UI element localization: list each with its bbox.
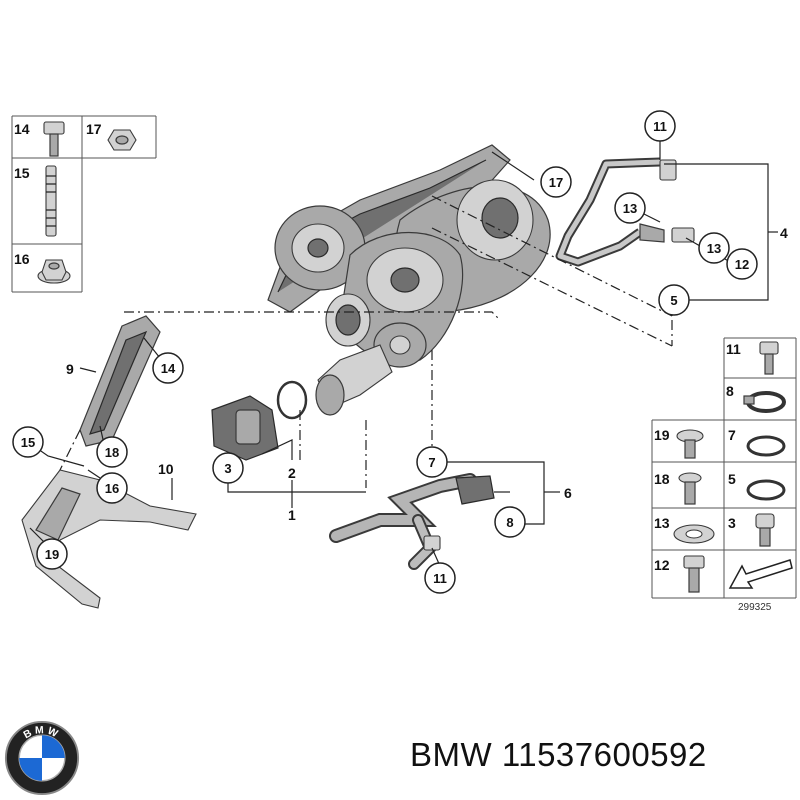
callout-8: 8 [494,506,526,538]
part-number-caption: BMW 11537600592 [410,736,707,773]
hollow-bolt-icon [683,555,705,593]
svg-text:12: 12 [735,257,749,272]
legend-grid-left: 14 17 15 16 [11,115,157,293]
nut-icon [107,129,137,151]
svg-text:7: 7 [428,455,435,470]
callout-17: 17 [540,166,572,198]
legend-right-11: 11 [726,341,741,357]
svg-text:BMW: BMW [22,725,62,741]
logo-lettering: BMW [22,725,59,741]
callout-14: 14 [152,352,184,384]
legend-grid-right: 11 8 19 7 18 5 13 3 12 299325 [651,337,797,613]
socket-bolt-icon [755,513,775,547]
arrow-icon [728,559,793,589]
washer-icon [673,524,715,544]
oil-feed-line-illustration [555,157,695,267]
label-2: 2 [288,465,296,481]
reference-code: 299325 [738,602,772,613]
callout-16: 16 [96,472,128,504]
flange-bolt-icon [676,429,704,459]
legend-right-12: 12 [654,557,670,573]
legend-right-5: 5 [728,471,736,487]
svg-text:18: 18 [105,445,119,460]
hose-clamp-icon [743,391,786,413]
svg-text:15: 15 [21,435,35,450]
callout-7: 7 [416,446,448,478]
banjo-bolt-icon [759,341,779,375]
heat-shield-illustration [79,315,161,447]
svg-text:13: 13 [623,201,637,216]
legend-right-3: 3 [728,515,736,531]
sealing-ring-icon [746,479,786,501]
label-1: 1 [288,507,296,523]
svg-text:11: 11 [653,119,667,134]
o-ring-icon [746,435,786,457]
turbocharger-illustration [267,144,551,416]
legend-right-13: 13 [654,515,670,531]
svg-text:3: 3 [224,461,231,476]
legend-right-18: 18 [654,471,670,487]
legend-right-7: 7 [728,427,736,443]
callout-18: 18 [96,436,128,468]
legend-left-16: 16 [14,251,30,267]
label-4: 4 [780,225,788,241]
callout-19: 19 [36,538,68,570]
callout-13-a: 13 [614,192,646,224]
svg-text:16: 16 [105,481,119,496]
hex-bolt-icon [678,472,702,505]
callout-3: 3 [212,452,244,484]
callout-5: 5 [658,284,690,316]
svg-text:5: 5 [670,293,677,308]
callout-15: 15 [12,426,44,458]
callout-13-b: 13 [698,232,730,264]
svg-text:11: 11 [433,571,447,586]
svg-text:17: 17 [549,175,563,190]
flange-nut-icon [37,259,71,284]
stud-icon [45,165,57,237]
label-6: 6 [564,485,572,501]
label-10: 10 [158,461,174,477]
svg-text:13: 13 [707,241,721,256]
legend-right-19: 19 [654,427,670,443]
bolt-icon [43,121,65,157]
svg-text:19: 19 [45,547,59,562]
legend-left-17: 17 [86,121,102,137]
legend-left-14: 14 [14,121,30,137]
flange-plate-illustration [211,395,279,461]
leader-lines [27,136,778,567]
legend-left-15: 15 [14,165,30,181]
legend-right-8: 8 [726,383,734,399]
callout-12: 12 [726,248,758,280]
oil-return-pipe-illustration [329,473,495,570]
svg-text:14: 14 [161,361,176,376]
label-9: 9 [66,361,74,377]
svg-text:8: 8 [506,515,513,530]
bmw-logo: BMW [4,720,80,796]
gasket-ring-illustration [276,380,308,420]
callout-11-top: 11 [644,110,676,142]
callout-11-bottom: 11 [424,562,456,594]
